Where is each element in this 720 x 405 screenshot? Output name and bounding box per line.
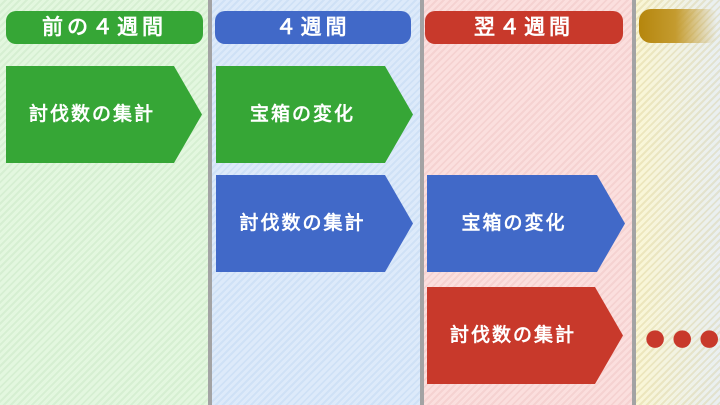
column-divider	[208, 0, 212, 405]
arrow-treasure-box-change-current: 宝箱の変化	[216, 66, 413, 163]
arrow-treasure-box-change-next: 宝箱の変化	[427, 175, 625, 272]
column-divider	[420, 0, 424, 405]
column-header-future-fading	[639, 9, 720, 43]
column-header-next-4-weeks: 翌４週間	[425, 11, 623, 44]
column-future	[636, 0, 720, 405]
column-prev-4-weeks	[0, 0, 208, 405]
column-header-current-4-weeks: ４週間	[215, 11, 411, 44]
arrow-kill-count-tally-prev: 討伐数の集計	[6, 66, 202, 163]
continuation-ellipsis: ●●●	[645, 325, 720, 351]
arrow-kill-count-tally-next: 討伐数の集計	[427, 287, 623, 384]
arrow-kill-count-tally-current: 討伐数の集計	[216, 175, 413, 272]
column-divider	[632, 0, 636, 405]
column-header-prev-4-weeks: 前の４週間	[6, 11, 203, 44]
